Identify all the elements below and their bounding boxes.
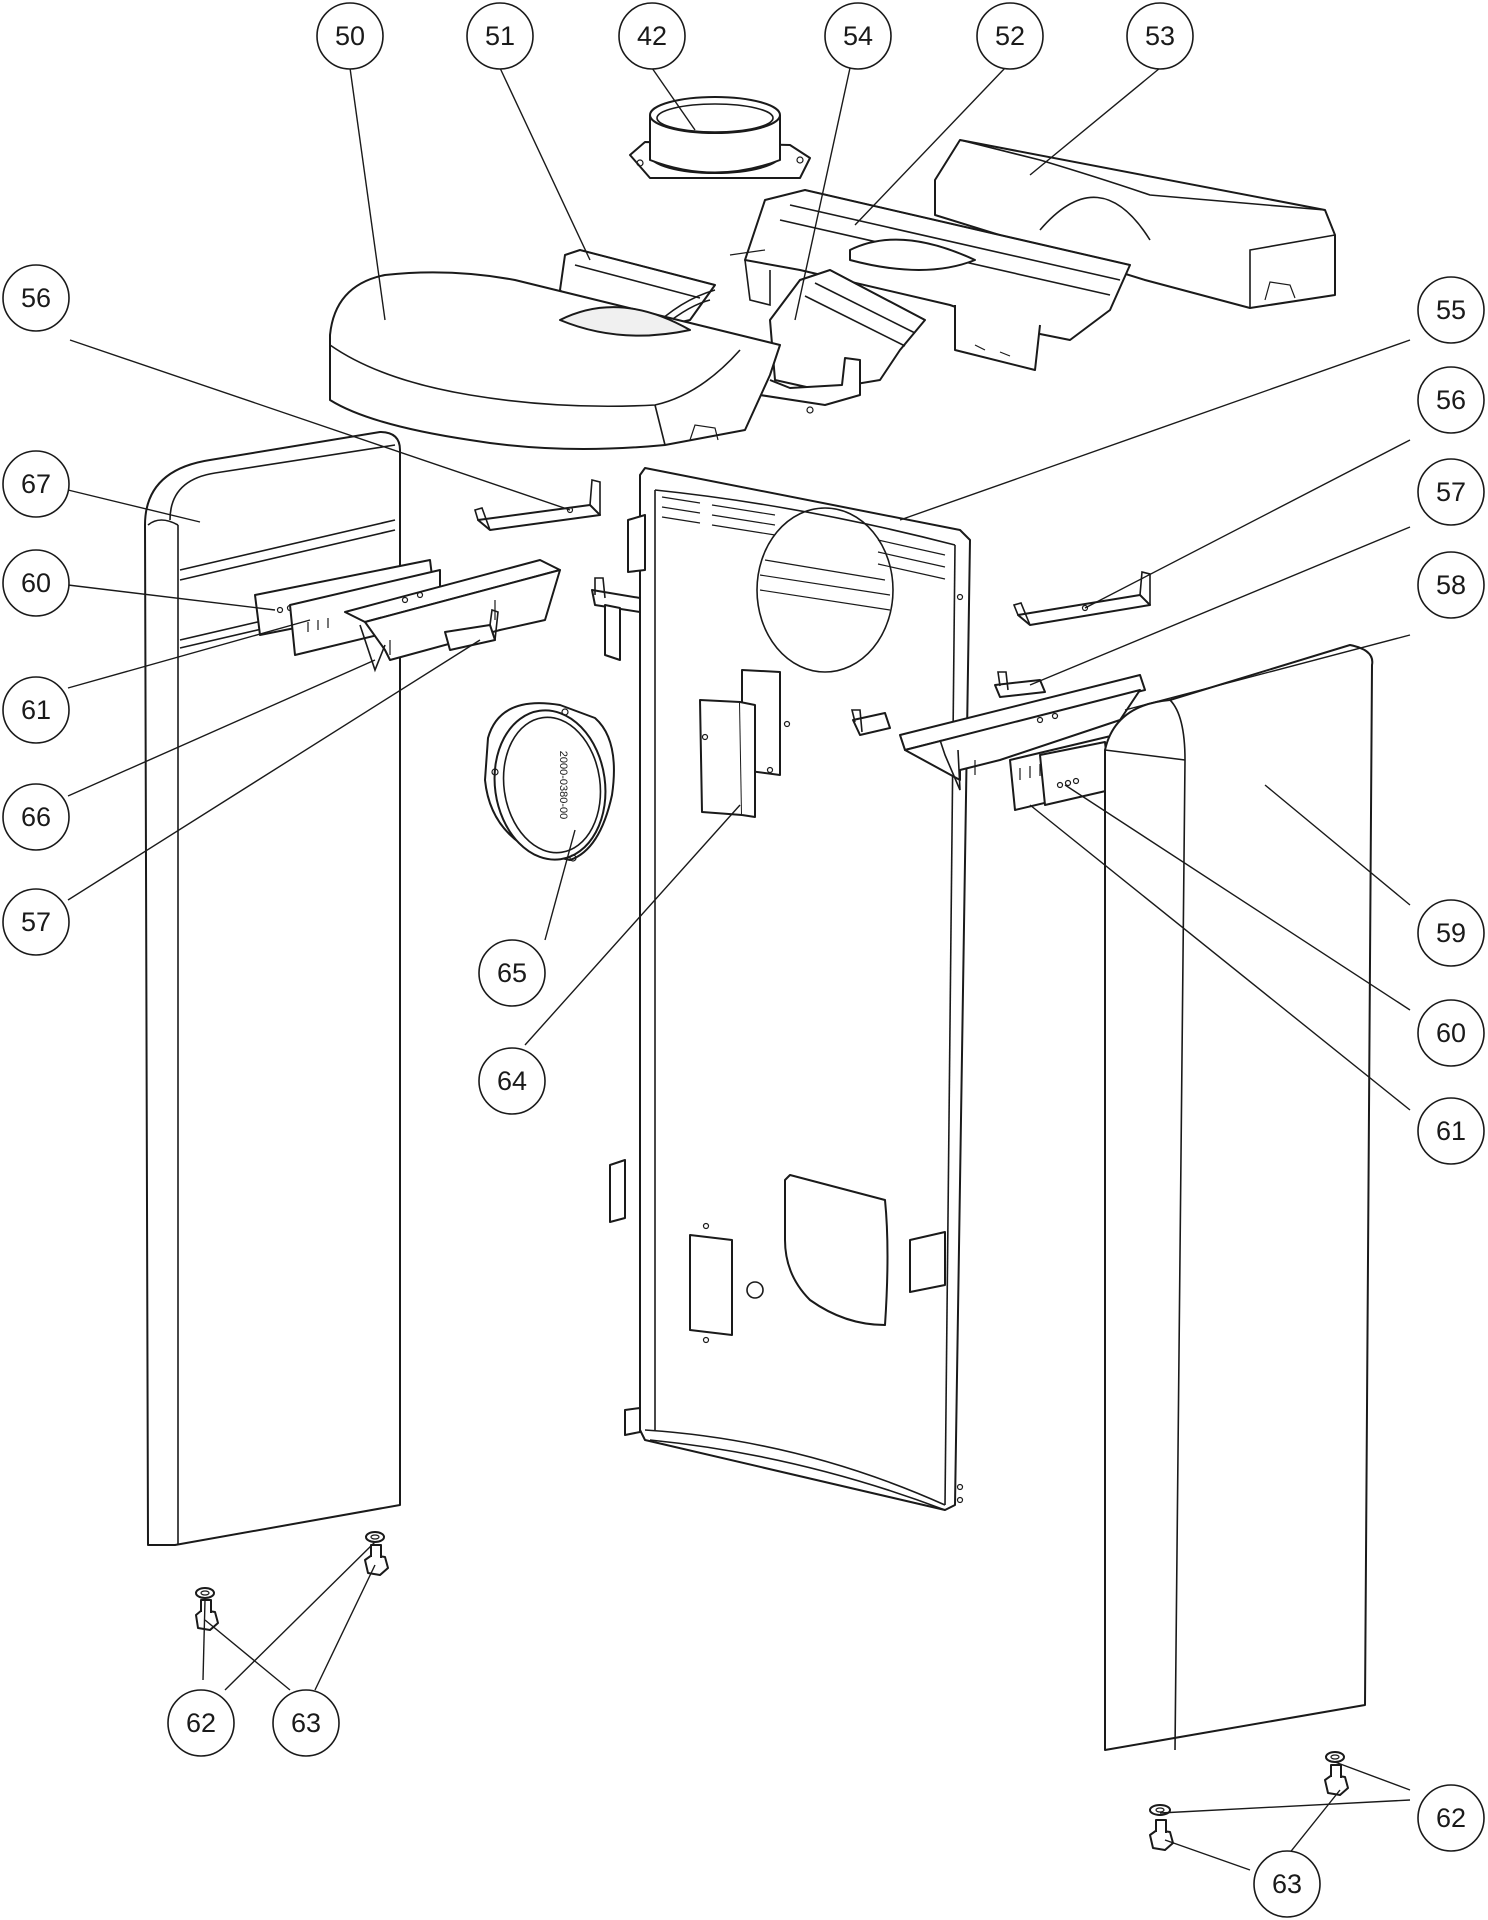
callout-63-left: 63: [272, 1689, 340, 1757]
svg-text:54: 54: [843, 21, 873, 51]
callout-55: 55: [1417, 276, 1485, 344]
callout-62-left: 62: [167, 1689, 235, 1757]
part-42-flue-collar: [629, 96, 811, 179]
callout-66: 66: [2, 783, 70, 851]
svg-text:55: 55: [1436, 295, 1466, 325]
svg-text:63: 63: [291, 1708, 321, 1738]
svg-text:51: 51: [485, 21, 515, 51]
svg-text:56: 56: [21, 283, 51, 313]
callout-42: 42: [618, 2, 686, 70]
part-62-63-right-feet: [1149, 1751, 1349, 1851]
callout-50: 50: [316, 2, 384, 70]
svg-text:63: 63: [1272, 1869, 1302, 1899]
callout-56-right: 56: [1417, 366, 1485, 434]
svg-text:58: 58: [1436, 570, 1466, 600]
svg-text:42: 42: [637, 21, 667, 51]
callout-51: 51: [466, 2, 534, 70]
leader-lines: [67, 67, 1411, 1891]
svg-text:60: 60: [1436, 1018, 1466, 1048]
svg-text:62: 62: [1436, 1803, 1466, 1833]
svg-text:50: 50: [335, 21, 365, 51]
callout-58: 58: [1417, 551, 1485, 619]
callout-61-right: 61: [1417, 1097, 1485, 1165]
flue-plate-marking: 2000-0380-00: [557, 751, 569, 820]
svg-text:57: 57: [21, 907, 51, 937]
callout-53: 53: [1126, 2, 1194, 70]
svg-text:62: 62: [186, 1708, 216, 1738]
part-62-63-left-feet: [195, 1531, 389, 1631]
svg-text:60: 60: [21, 568, 51, 598]
callout-62-right: 62: [1417, 1784, 1485, 1852]
svg-text:67: 67: [21, 469, 51, 499]
part-59-right-side-panel: [1104, 644, 1374, 1751]
callout-57-right: 57: [1417, 458, 1485, 526]
callout-59: 59: [1417, 899, 1485, 967]
callout-60-right: 60: [1417, 999, 1485, 1067]
part-50-front-top-cover: [329, 271, 781, 450]
svg-text:52: 52: [995, 21, 1025, 51]
svg-text:57: 57: [1436, 477, 1466, 507]
svg-text:59: 59: [1436, 918, 1466, 948]
part-58-right-mounting-rail: [850, 674, 1146, 791]
part-54-front-baffle: [759, 269, 926, 414]
callout-64: 64: [478, 1047, 546, 1115]
svg-text:56: 56: [1436, 385, 1466, 415]
part-57-right-clip: [994, 671, 1046, 698]
callout-65: 65: [478, 939, 546, 1007]
part-57-panel-clip: [591, 577, 641, 661]
part-55-back-panel: [609, 467, 971, 1511]
part-57-left-clip: [444, 608, 499, 651]
svg-text:64: 64: [497, 1066, 527, 1096]
callout-60-left: 60: [2, 549, 70, 617]
callout-57-left: 57: [2, 888, 70, 956]
svg-text:66: 66: [21, 802, 51, 832]
svg-text:61: 61: [1436, 1116, 1466, 1146]
svg-text:65: 65: [497, 958, 527, 988]
callout-61-left: 61: [2, 676, 70, 744]
part-65-flue-plate: 2000-0380-00: [484, 702, 615, 862]
part-52-rear-baffle: [729, 189, 1131, 371]
callout-56-left: 56: [2, 264, 70, 332]
callout-52: 52: [976, 2, 1044, 70]
part-56-right-top-bracket: [1012, 570, 1151, 626]
svg-text:61: 61: [21, 695, 51, 725]
part-56-left-top-bracket: [474, 478, 601, 531]
callout-63-right: 63: [1253, 1850, 1321, 1918]
svg-text:53: 53: [1145, 21, 1175, 51]
part-66-left-mounting-rail: [344, 559, 561, 673]
callout-67: 67: [2, 450, 70, 518]
callout-54: 54: [824, 2, 892, 70]
